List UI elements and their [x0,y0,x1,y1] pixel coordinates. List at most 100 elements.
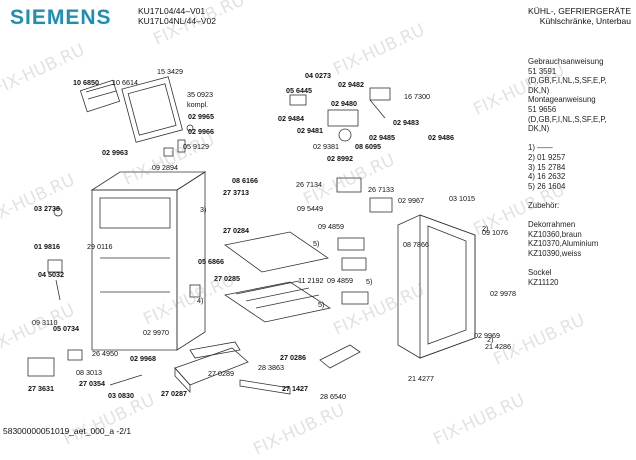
lamp-part [369,87,391,101]
part-number-label: 26 4950 [92,349,118,358]
part-number-label: 08 6166 [232,176,258,185]
part-number-label: 09 2894 [152,163,178,172]
part-number-label: 27 0286 [280,353,306,362]
door-bin-part [341,291,369,305]
wire-line [255,294,320,309]
part-number-label: 04 5032 [38,270,64,279]
crisper-cover [239,379,291,395]
part-number-label: 09 4859 [327,276,353,285]
part-number-label: 11 2192 [298,276,324,285]
part-number-label: 05 9129 [183,142,209,151]
cabinet-top [90,171,207,191]
side-info-line: (D,GB,F,I,NL,S,SF,E,P, [528,76,607,86]
side-info-line: Gebrauchsanweisung [528,57,604,66]
part-number-label: 02 9978 [490,289,516,298]
door-bottle-bin [319,344,361,369]
cover-strip [109,374,143,386]
part-number-label: 09 1076 [482,228,508,237]
crisper-front [174,366,191,394]
ice-tray-part [79,79,121,113]
side-info-line: 1) —— [528,143,553,153]
model-number-1: KU17L04/44–V01 [138,6,206,16]
part-number-label: 02 9967 [398,196,424,205]
part-number-label: 02 9485 [369,133,395,142]
part-number-label: 02 9484 [278,114,304,123]
wire-shelf [223,281,332,323]
side-info-line: 3) 15 2784 [528,162,566,172]
part-number-label: 27 3713 [223,188,249,197]
side-info-line: KZ10360,braun [528,229,582,239]
side-info-line: (D,GB,F,I,NL,S,SF,E,P, [528,114,607,124]
part-number-label: 35 0923 [187,90,213,99]
part-number-label: 02 8992 [327,154,353,163]
light-housing-part [289,94,307,106]
part-number-label: 27 3631 [28,384,54,393]
part-number-label: 02 9963 [102,148,128,157]
footnote-marker: 5) [313,239,320,248]
exploded-parts-drawing [27,76,476,395]
side-info-line: 5) 26 1604 [528,181,566,191]
part-number-label: 02 9966 [188,127,214,136]
category-title: KÜHL-, GEFRIERGERÄTE [528,6,631,16]
hinge-part [163,147,174,157]
part-number-label: 05 0734 [53,324,79,333]
rod-part [55,279,61,301]
wire-line [245,287,310,302]
part-number-label: 27 0289 [208,369,234,378]
door-gasket-inner [427,225,467,345]
side-info-line: Dekorrahmen [528,220,576,230]
side-info-line: 51 3591 [528,66,557,76]
knob-part [338,128,352,142]
part-number-label: 02 9965 [188,112,214,121]
part-number-label: 02 9480 [331,99,357,108]
cabinet-side [176,171,206,351]
bottom-trim [189,341,241,359]
egg-tray-part [337,237,365,251]
part-number-label: 09 5449 [297,204,323,213]
freezer-door-inner [127,83,177,136]
part-number-label: 08 7866 [403,240,429,249]
model-number-2: KU17L04NL/44–V02 [138,16,216,26]
side-info-line: DK,N) [528,124,550,134]
part-number-label: 15 3429 [157,67,183,76]
ice-tray-grid [85,83,115,93]
part-number-label: 05 6445 [286,86,312,95]
screw-part [186,124,194,132]
part-number-label: kompl. [187,100,209,109]
part-number-label: 08 6095 [355,142,381,151]
side-info-line: 51 9656 [528,105,557,114]
footnote-marker: 3) [200,205,207,214]
door-panel [397,214,476,359]
basket-part [27,357,55,377]
thermostat-knob [53,207,63,217]
side-info-line: 2) 01 9257 [528,153,566,162]
bracket-part [47,259,63,273]
part-number-label: 26 7133 [368,185,394,194]
part-number-label: 02 9481 [297,126,323,135]
part-number-label: 27 0285 [214,274,240,283]
part-number-label: 16 7300 [404,92,430,101]
part-number-label: 04 0273 [305,71,331,80]
footnote-marker: 4) [197,296,204,305]
part-number-label: 27 1427 [282,384,308,393]
door-shelf-part [369,197,393,213]
part-number-label: 01 9816 [34,242,60,251]
part-number-label: 26 7134 [296,180,322,189]
side-info-line: KZ11120 [528,277,559,287]
part-number-label: 10 6614 [112,78,138,87]
clip-part [177,139,186,153]
part-number-label: 10 6850 [73,78,99,87]
thermostat-part [327,109,359,127]
part-number-label: 21 4277 [408,374,434,383]
part-number-label: 21 4286 [485,342,511,351]
part-number-label: 09 3110 [32,318,58,327]
part-number-label: 27 0287 [161,389,187,398]
part-number-label: 29 0116 [87,242,113,251]
cable-part [369,99,386,119]
document-footer: 58300000051019_aet_000_a -2/1 [3,426,132,436]
part-number-label: 02 9970 [143,328,169,337]
door-bin-part [341,257,367,271]
side-info-line: Montageanweisung [528,95,596,105]
hinge-part [189,284,201,298]
category-subtitle: Kühlschränke, Unterbau [539,16,631,26]
